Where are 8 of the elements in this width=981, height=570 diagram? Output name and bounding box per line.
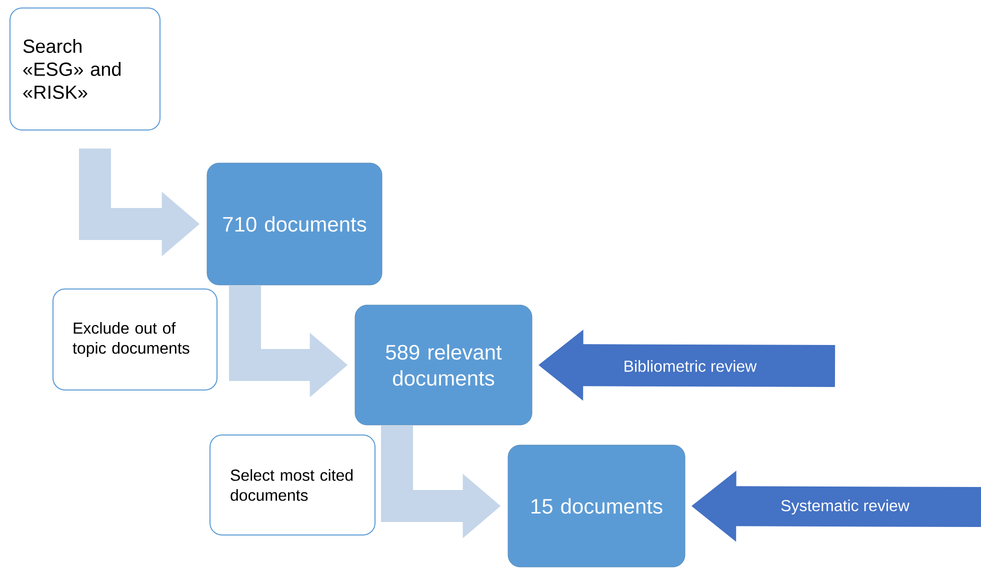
document-count-box: 15 documents — [508, 444, 686, 568]
document-count-box: 710 documents — [206, 162, 382, 286]
edge-label: Bibliometric review — [624, 360, 757, 372]
step-box: Search «ESG» and «RISK» — [10, 8, 160, 130]
step-box: Select most cited documents — [210, 434, 376, 536]
edge-label: Systematic review — [781, 500, 910, 514]
step-box: Exclude out of topic documents — [52, 288, 218, 390]
document-count-box: 589 relevant documents — [354, 304, 532, 426]
